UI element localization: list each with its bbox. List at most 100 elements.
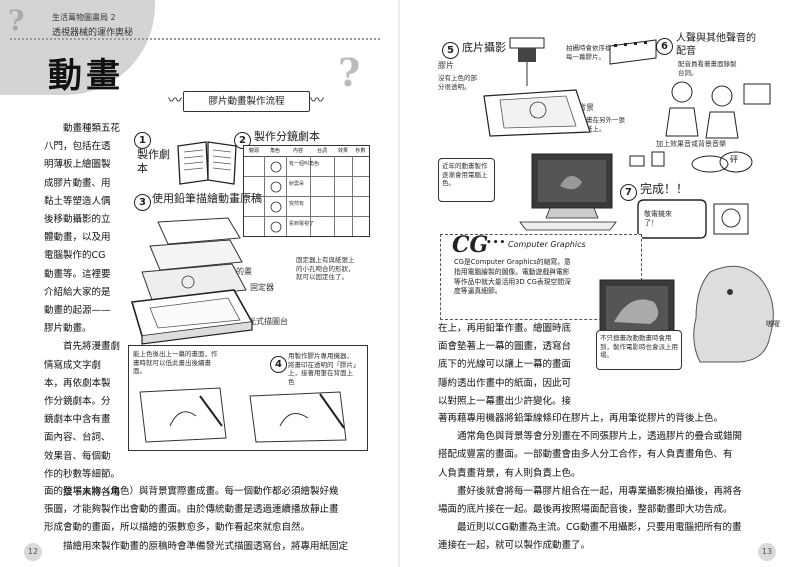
inking-illustration	[139, 387, 347, 443]
text-line: 最近則以CG動畫為主流。CG動畫不用攝影，只要用電腦把所有的畫	[457, 522, 742, 534]
storyboard-sketch-icon	[270, 161, 282, 233]
right-page: 5 底片攝影 拍攝時會依序換上每一幕膠片。 膠片 沒有上色的部分很透明。 背景 …	[400, 0, 799, 567]
light-table-illustration	[130, 217, 254, 345]
page-title: 動畫	[48, 56, 124, 96]
pc-note-bubble	[438, 158, 495, 202]
step-1-label: 製作劇本	[137, 148, 170, 175]
wave-icon: 〰	[310, 93, 324, 109]
step-number: 7	[620, 184, 637, 201]
text-line: 張圖，才能夠製作出會動的畫面。由於傳統動畫是透過連續播放靜止畫	[44, 504, 339, 516]
step-number: 6	[656, 38, 673, 55]
text-line: CG是Computer Graphics的縮寫，意	[454, 258, 571, 266]
computer-illustration	[519, 153, 617, 231]
question-mark-icon: ?	[8, 4, 25, 37]
step-3: 3	[134, 190, 151, 211]
camera-stand-illustration	[483, 37, 657, 137]
body-column-left: 動畫種類五花八門，包括在透明薄板上繪圖製成膠片動畫、用黏土等塑造人偶後移動攝影的…	[44, 120, 124, 502]
text-line: 以對照上一幕畫出少許變化。接	[438, 395, 572, 407]
body-paragraph: 接下來將各場	[63, 487, 121, 499]
text-line: 動畫等。這裡要	[44, 268, 111, 280]
tv-illustration	[637, 199, 749, 239]
banner-label: 膠片動畫製作流程	[208, 96, 285, 107]
process-banner: 膠片動畫製作流程	[183, 91, 310, 112]
sound-props-icon	[629, 151, 753, 173]
text-line: 本，再依劇本製	[44, 377, 111, 389]
header-divider	[10, 38, 380, 40]
script-book-icon	[177, 141, 237, 185]
body-paragraph: 描繪用來製作動畫的原稿時會準備發光式描圖透寫台，將專用紙固定	[63, 540, 349, 552]
step-2: 2	[234, 128, 251, 149]
text-line: 搭配成豐富的畫面。一部動畫會由多人分工合作，有人負責畫角色、有	[438, 449, 733, 461]
storyboard-header-cell: 秒數	[355, 148, 366, 154]
step-2-label: 製作分鏡劇本	[254, 130, 320, 143]
sfx-bubble: 砰	[730, 155, 738, 164]
step-7-label: 完成！！	[640, 182, 689, 196]
background-note: 畫在另外一張紙上。	[586, 116, 625, 133]
roar-text: 嗷喔	[766, 320, 780, 328]
storyboard-note: 看到電視了	[289, 221, 315, 227]
text-line: 等作品中就大量活用3D CG表現空間深	[454, 277, 571, 286]
storyboard-note: 射雲朵	[289, 181, 305, 187]
text-line: 成膠片動畫、用	[44, 177, 111, 189]
label-light-table: 發光式描圖台	[240, 317, 288, 326]
text-line: 作的秒數等細節。	[44, 468, 121, 480]
step-6: 6	[656, 34, 673, 55]
body-full-width: 面的登場人物（角色）與背景實際畫成畫。每一個動作都必須繪製好幾張圖，才能夠製作出…	[44, 483, 364, 556]
chapter-subtitle: 透視器械的運作奧秘	[52, 28, 134, 38]
step-5-note: 拍攝時會依序換上每一幕膠片。	[566, 44, 618, 61]
text-line: 指用電腦繪製的圖像。電動遊戲與電影	[454, 267, 570, 276]
cg-fullname: Computer Graphics	[508, 240, 586, 249]
text-line: 介紹給大家的是	[44, 286, 111, 298]
wave-icon: 〰	[168, 93, 182, 109]
text-line: 人負責畫背景，有人則負責上色。	[438, 467, 581, 479]
series-title: 生活萬物圖畫局 2	[52, 13, 116, 22]
text-line: 後移動攝影的立	[44, 214, 111, 226]
cg-description: CG是Computer Graphics的縮寫，意指用電腦繪製的圖像。電動遊戲與…	[454, 258, 634, 297]
cg-dots: •••	[486, 238, 507, 248]
cg-logo: CG	[452, 232, 489, 258]
text-line: 明薄板上繪圖製	[44, 159, 111, 171]
body-full-width-right: 著再藉專用機器將鉛筆線條印在膠片上，再用筆從膠片的背後上色。通常角色與背景等會分…	[438, 410, 768, 556]
step-6-note: 配音員看著畫面錄製台詞。	[678, 60, 737, 77]
step-5: 5	[442, 38, 459, 59]
pc-note: 近年的動畫製作逐漸會用電腦上色。	[442, 162, 488, 187]
step-number: 3	[134, 194, 151, 211]
monitor-note-bubble	[596, 330, 682, 370]
page-number: 12	[24, 543, 42, 561]
step-4: 4	[270, 352, 287, 373]
text-line: 動畫種類五花	[63, 123, 121, 134]
step-number: 5	[442, 42, 459, 59]
cel-note: 沒有上色的部分很透明。	[438, 74, 477, 91]
step-3-label: 使用鉛筆描繪動畫原稿	[152, 192, 262, 205]
storyboard-note: 有一個叫角色	[289, 161, 320, 167]
text-line: 連接在一起，就可以製作成動畫了。	[438, 540, 591, 552]
monitor-note: 不只擅畫改動動畫時會用到，製作電影時也會派上用場。	[600, 334, 678, 359]
body-paragraph: 首先將漫畫劇情寫成文字劇本，再依劇本製作分鏡劇本。分鏡劇本中含有畫面內容、台詞、…	[44, 338, 124, 484]
text-line: 形成會動的畫面，所以描繪的張數愈多，動作看起來就愈自然。	[44, 522, 311, 534]
text-line: 首先將漫畫劇	[63, 341, 121, 353]
text-line: 八門，包括在透	[44, 141, 111, 153]
label-background: 背景	[578, 103, 594, 112]
step-6-label: 人聲與其他聲音的配音	[676, 33, 756, 57]
text-line: 底下的光線可以讓上一幕的畫面	[438, 359, 572, 371]
cg-monitor-illustration	[599, 265, 774, 363]
text-line: 電腦製作的CG	[44, 250, 106, 262]
page-number: 13	[758, 543, 776, 561]
voice-actors-illustration	[665, 81, 771, 139]
book-spine	[398, 0, 400, 567]
label-peg: 固定器	[250, 283, 274, 292]
text-line: 面會墊著上一幕的圖畫，透寫台	[438, 341, 572, 353]
text-line: 情寫成文字劇	[44, 359, 102, 371]
question-mark-icon: ?	[338, 50, 361, 95]
text-line: 著再藉專用機器將鉛筆線條印在膠片上，再用筆從膠片的背後上色。	[438, 413, 724, 424]
text-line: 鏡劇本中含有畫	[44, 414, 111, 426]
text-line: 作分鏡劇本。分	[44, 396, 111, 408]
body-paragraph: 面的登場人物（角色）與背景實際畫成畫。每一個動作都必須繪製好幾張圖，才能夠製作出…	[44, 483, 364, 538]
body-paragraph: 動畫種類五花八門，包括在透明薄板上繪圖製成膠片動畫、用黏土等塑造人偶後移動攝影的…	[44, 120, 124, 338]
peg-note: 固定器上有與紙張上的小孔吻合的形狀，就可以固定住了。	[296, 256, 355, 281]
storyboard-header-cell: 效果	[337, 148, 348, 154]
step-number: 4	[270, 356, 287, 373]
storyboard-header-cell: 台詞	[316, 148, 327, 154]
step-number: 1	[134, 132, 151, 149]
left-page: ? 生活萬物圖畫局 2 透視器械的運作奧秘 ? 動畫 動畫種類五花八門，包括在透…	[0, 0, 399, 567]
